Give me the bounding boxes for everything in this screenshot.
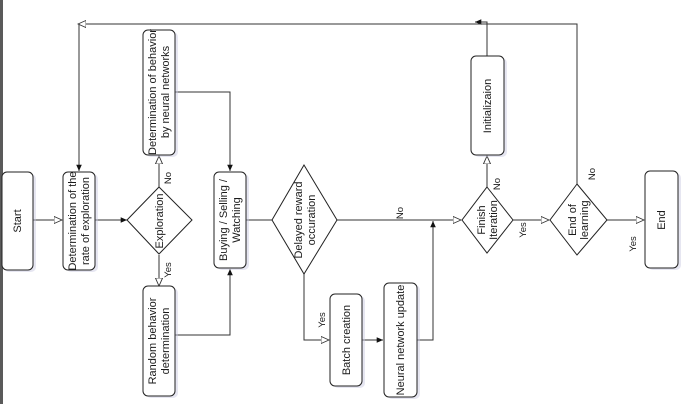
node-delayed-reward: Delayed reward occuration [271, 164, 338, 275]
edges [33, 19, 644, 341]
node-nn-behavior-label-1: Determination of behavior [147, 29, 159, 155]
edge-label-exploration-no: No [163, 172, 174, 184]
edge-label-exploration-yes: Yes [163, 262, 174, 278]
node-end: End [644, 170, 679, 269]
node-random-behavior: Random behavior determination [142, 285, 176, 397]
node-rate-label-2: rate of exploration [80, 177, 92, 265]
node-end-learning-label-2: learning [579, 200, 591, 239]
node-rate-of-exploration: Determination of the rate of exploration [62, 171, 96, 271]
node-nn-update: Neural network update [383, 282, 418, 398]
node-delayed-label-1: Delayed reward [293, 181, 305, 258]
node-start: Start [1, 171, 34, 271]
edge-label-finish-yes: Yes [518, 222, 529, 238]
edge-end-learning-no [78, 24, 578, 184]
node-finish-iteration: Finish Iteration [461, 186, 514, 254]
edge-nn-update-to-merge [417, 221, 436, 341]
edge-random-to-trade [175, 269, 233, 336]
node-nn-update-label: Neural network update [395, 285, 407, 396]
node-trade: Buying / Selling / Watching [213, 171, 247, 269]
edge-labels: No Yes No Yes No Yes No Yes [163, 168, 639, 328]
node-batch-label: Batch creation [341, 305, 353, 375]
node-finish-label-2: Iteration [488, 200, 500, 240]
node-random-label-2: determination [160, 308, 172, 375]
node-delayed-label-2: occuration [306, 195, 318, 246]
edge-delayed-yes [303, 274, 329, 340]
node-exploration-label: Exploration [154, 193, 166, 248]
node-end-learning-label-1: End of [567, 203, 579, 236]
edge-init-to-top [475, 19, 488, 56]
node-nn-behavior: Determination of behavior by neural netw… [142, 29, 176, 156]
node-trade-label-1: Buying / Selling / [218, 178, 230, 261]
node-nn-behavior-label-2: by neural networks [160, 45, 172, 138]
node-random-label-1: Random behavior [147, 297, 159, 384]
edge-label-end-learning-yes: Yes [628, 236, 639, 252]
node-batch-creation: Batch creation [329, 293, 363, 387]
node-start-label: Start [12, 209, 24, 232]
node-end-label: End [656, 210, 668, 230]
edge-label-delayed-no: No [395, 207, 406, 219]
node-init-label: Initializaion [482, 79, 494, 133]
node-end-of-learning: End of learning [549, 183, 608, 256]
edge-label-finish-no: No [492, 178, 503, 190]
node-exploration: Exploration [126, 186, 193, 255]
node-rate-label-1: Determination of the [67, 171, 79, 270]
node-initialization: Initializaion [470, 55, 505, 156]
edge-label-end-learning-no: No [587, 168, 598, 180]
edge-nn-behavior-to-trade [175, 91, 233, 171]
edge-label-delayed-yes: Yes [317, 312, 328, 328]
node-trade-label-2: Watching [231, 197, 243, 242]
node-finish-label-1: Finish [476, 205, 488, 234]
